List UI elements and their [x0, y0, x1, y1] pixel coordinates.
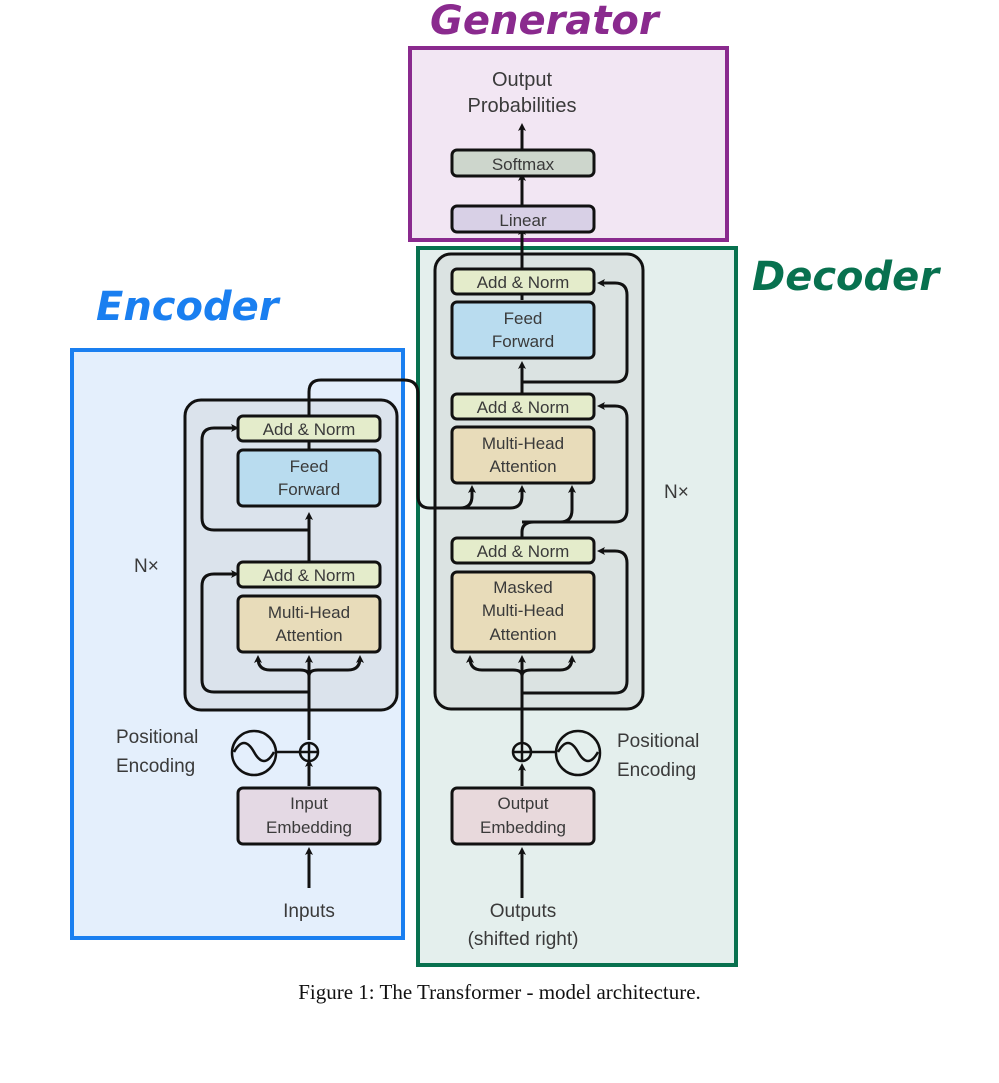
input-embedding-block — [236, 786, 382, 846]
encoder-positional-label-2: Encoding — [116, 756, 195, 777]
figure-caption: Figure 1: The Transformer - model archit… — [298, 980, 701, 1004]
decoder-add-norm-top-label: Add & Norm — [477, 273, 570, 292]
masked-attention-label-3: Attention — [489, 625, 556, 644]
decoder-repeat-label: N× — [664, 482, 689, 503]
linear-label: Linear — [499, 211, 547, 230]
linear-block — [450, 204, 596, 234]
output-embedding-block — [450, 786, 596, 846]
decoder-feed-forward-block — [450, 300, 596, 360]
encoder-add-norm-bottom — [236, 560, 382, 589]
encoder-add-norm-top — [236, 414, 382, 443]
output-embedding-label-2: Embedding — [480, 818, 566, 837]
softmax-label: Softmax — [492, 155, 555, 174]
decoder-annotation: Decoder — [752, 254, 941, 300]
outputs-label-2: (shifted right) — [468, 929, 579, 950]
decoder-add-norm-mid — [450, 392, 596, 421]
decoder-positional-label-2: Encoding — [617, 760, 696, 781]
input-embedding-label-1: Input — [290, 794, 328, 813]
decoder-add-norm-top — [450, 267, 596, 296]
masked-attention-block — [450, 570, 596, 654]
decoder-add-norm-bottom-label: Add & Norm — [477, 542, 570, 561]
encoder-repeat-label: N× — [134, 556, 159, 577]
decoder-positional-label-1: Positional — [617, 731, 699, 752]
input-embedding-label-2: Embedding — [266, 818, 352, 837]
encoder-positional-encoding-icon — [230, 729, 320, 777]
generator-annotation: Generator — [430, 0, 661, 44]
decoder-positional-encoding-icon — [511, 729, 602, 777]
encoder-positional-label-1: Positional — [116, 727, 198, 748]
decoder-attention-label-1: Multi-Head — [482, 434, 564, 453]
decoder-attention-label-2: Attention — [489, 457, 556, 476]
decoder-add-norm-mid-label: Add & Norm — [477, 398, 570, 417]
encoder-stack — [183, 398, 399, 712]
decoder-add-norm-bottom — [450, 536, 596, 565]
encoder-attention-block — [236, 594, 382, 654]
output-probabilities-label-1: Output — [492, 69, 552, 91]
decoder-attention-block — [450, 425, 596, 485]
decoder-feed-forward-label-1: Feed — [504, 309, 543, 328]
masked-attention-label-2: Multi-Head — [482, 601, 564, 620]
softmax-block — [450, 148, 596, 178]
masked-attention-label-1: Masked — [493, 578, 553, 597]
decoder-feed-forward-label-2: Forward — [492, 332, 554, 351]
encoder-add-norm-bottom-label: Add & Norm — [263, 566, 356, 585]
encoder-annotation: Encoder — [96, 284, 281, 330]
encoder-connections — [200, 378, 526, 888]
encoder-feed-forward-label-2: Forward — [278, 480, 340, 499]
encoder-add-norm-top-label: Add & Norm — [263, 420, 356, 439]
inputs-label: Inputs — [283, 901, 335, 922]
decoder-connections — [466, 123, 629, 898]
encoder-feed-forward-label-1: Feed — [290, 457, 329, 476]
output-embedding-label-1: Output — [497, 794, 548, 813]
encoder-feed-forward-block — [236, 448, 382, 508]
output-probabilities-label-2: Probabilities — [468, 95, 577, 117]
outputs-label-1: Outputs — [490, 901, 557, 922]
encoder-attention-label-2: Attention — [275, 626, 342, 645]
encoder-attention-label-1: Multi-Head — [268, 603, 350, 622]
